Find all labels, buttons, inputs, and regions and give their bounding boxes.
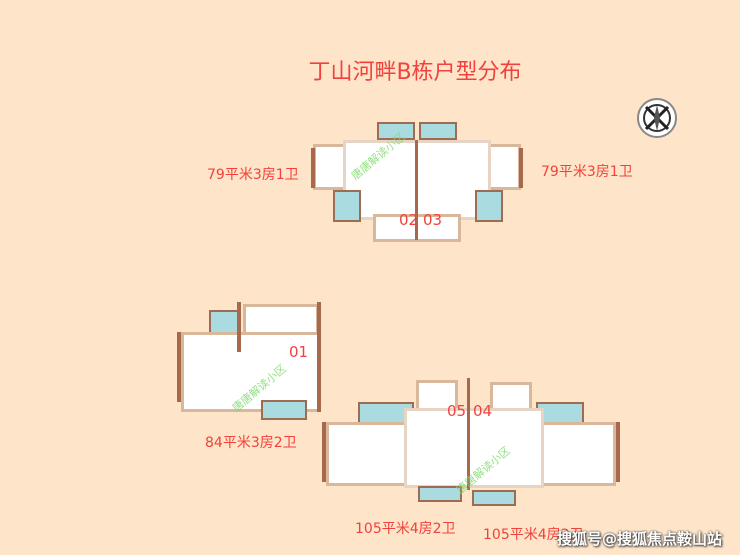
wall — [519, 148, 523, 188]
balcony — [418, 486, 462, 502]
floor-plan-01 — [177, 302, 332, 426]
balcony — [377, 122, 415, 140]
balcony — [333, 190, 361, 222]
unit-number: 02 — [399, 211, 419, 229]
plan-label-bottom-right: 105平米4房2卫 — [483, 527, 584, 543]
floor-plan-bottom — [318, 378, 624, 510]
balcony — [472, 490, 516, 506]
wall — [322, 422, 326, 482]
wall — [467, 378, 470, 490]
room — [404, 408, 544, 488]
floor-plan-top — [303, 118, 531, 242]
balcony — [261, 400, 307, 420]
plan-label-bottom-left: 105平米4房2卫 — [355, 521, 456, 537]
page-title: 丁山河畔B栋户型分布 — [308, 60, 522, 85]
compass-icon — [636, 97, 678, 139]
plan-label-01: 84平米3房2卫 — [205, 435, 297, 451]
source-credit: 搜狐号@搜狐焦点鞍山站 — [556, 530, 722, 548]
unit-number: 05 — [447, 402, 467, 420]
balcony — [475, 190, 503, 222]
wall — [311, 148, 315, 188]
plan-label-top-right: 79平米3房1卫 — [541, 164, 633, 180]
unit-number: 04 — [473, 402, 493, 420]
balcony — [419, 122, 457, 140]
wall — [237, 302, 241, 352]
unit-number: 03 — [423, 211, 443, 229]
wall — [177, 332, 181, 402]
wall — [415, 140, 418, 240]
plan-label-top-left: 79平米3房1卫 — [207, 167, 299, 183]
unit-number: 01 — [289, 343, 309, 361]
wall — [317, 302, 321, 412]
wall — [616, 422, 620, 482]
